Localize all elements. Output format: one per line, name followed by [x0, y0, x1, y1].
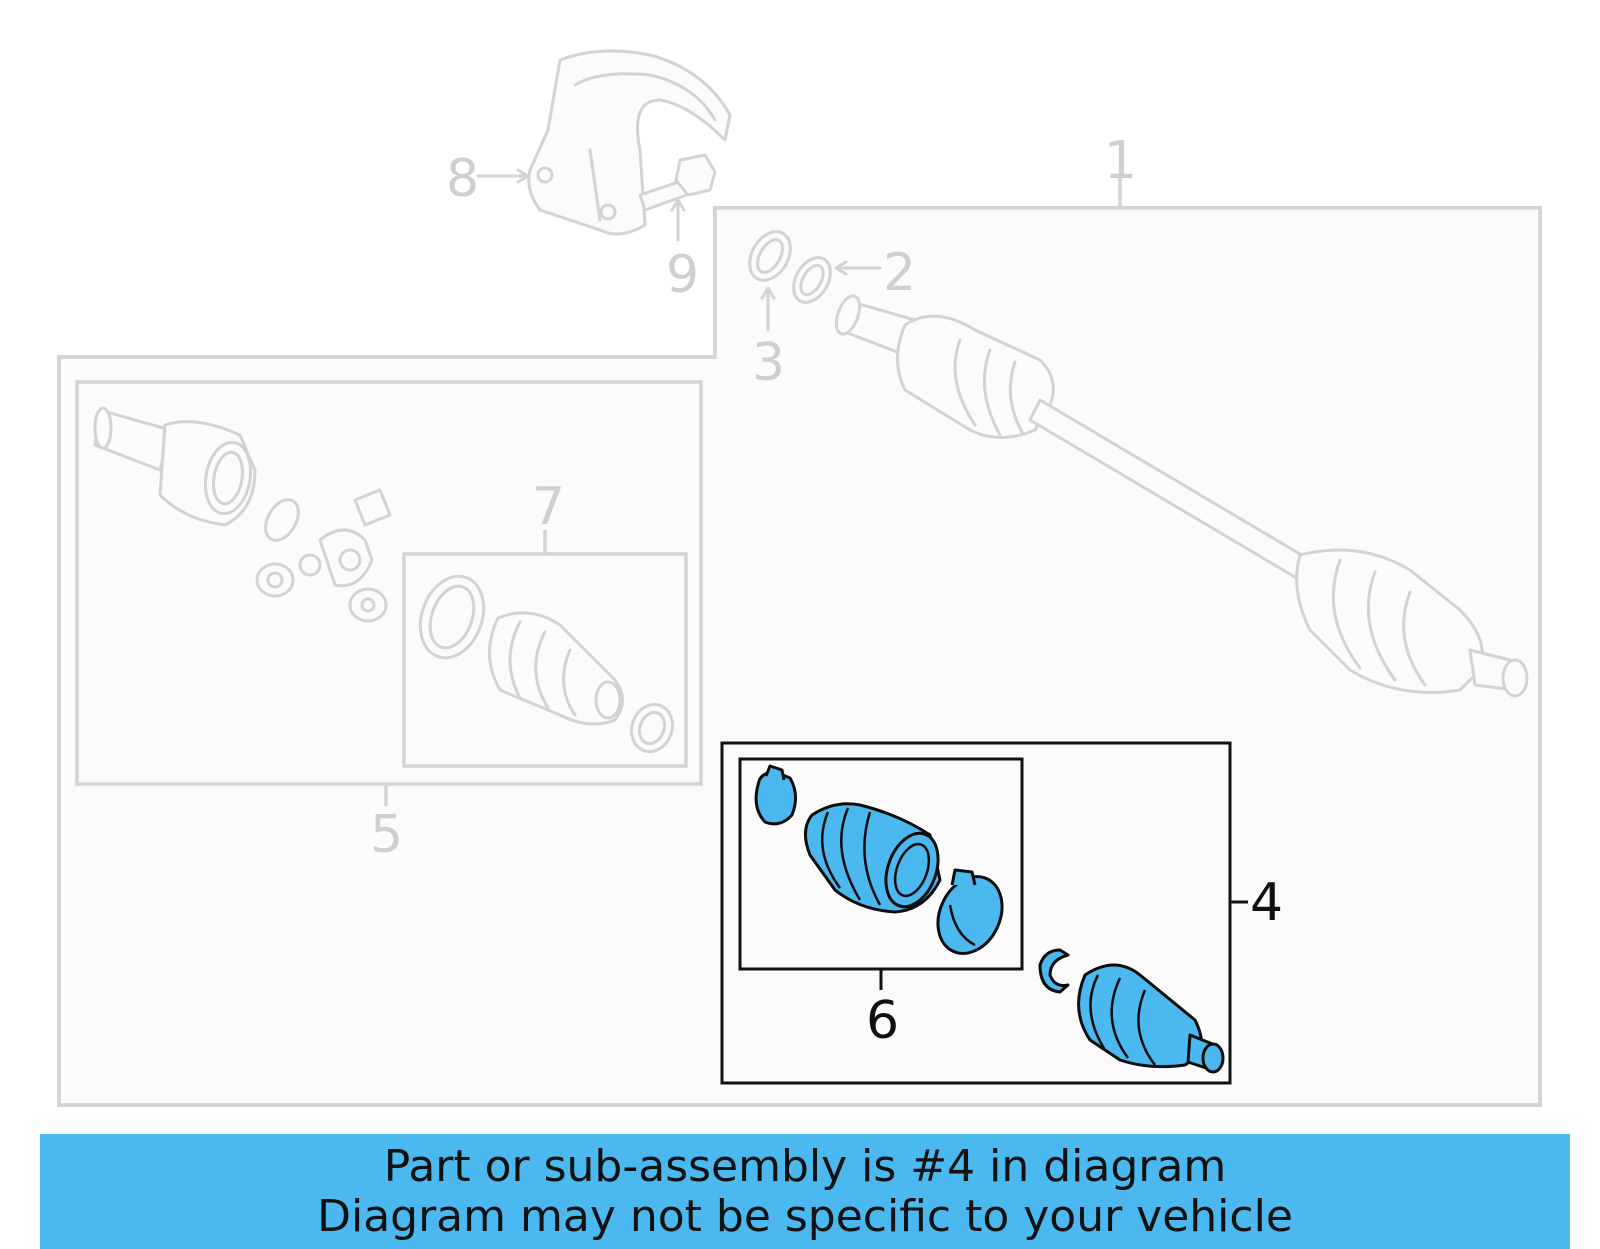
bolt-part-9 — [638, 153, 717, 242]
banner-line-2: Diagram may not be specific to your vehi… — [317, 1191, 1293, 1242]
axle-shaft-part-1 — [834, 294, 1529, 698]
bracket-part-8 — [476, 49, 732, 236]
boot-kit-parts-7 — [418, 574, 675, 754]
seal-part-2 — [792, 256, 882, 304]
subassembly-5-outline — [75, 380, 703, 786]
assembly-4-outline — [720, 741, 1232, 1085]
boot-kit-parts-6 — [754, 764, 1004, 955]
banner-line-1: Part or sub-assembly is #4 in diagram — [383, 1141, 1227, 1192]
callout-8: 8 — [446, 149, 479, 209]
callout-3: 3 — [752, 333, 785, 393]
callout-1: 1 — [1104, 131, 1137, 191]
cv-joint-parts-4 — [1038, 948, 1225, 1074]
callout-9: 9 — [666, 245, 699, 305]
callout-5: 5 — [370, 805, 403, 865]
callout-2: 2 — [883, 243, 916, 303]
callout-7: 7 — [532, 477, 565, 537]
callout-6: 6 — [866, 991, 899, 1051]
info-banner: Part or sub-assembly is #4 in diagram Di… — [40, 1134, 1570, 1249]
callout-4[interactable]: 4 — [1250, 873, 1283, 933]
joint-parts-5 — [93, 406, 392, 623]
snap-ring-part-3 — [748, 230, 792, 332]
